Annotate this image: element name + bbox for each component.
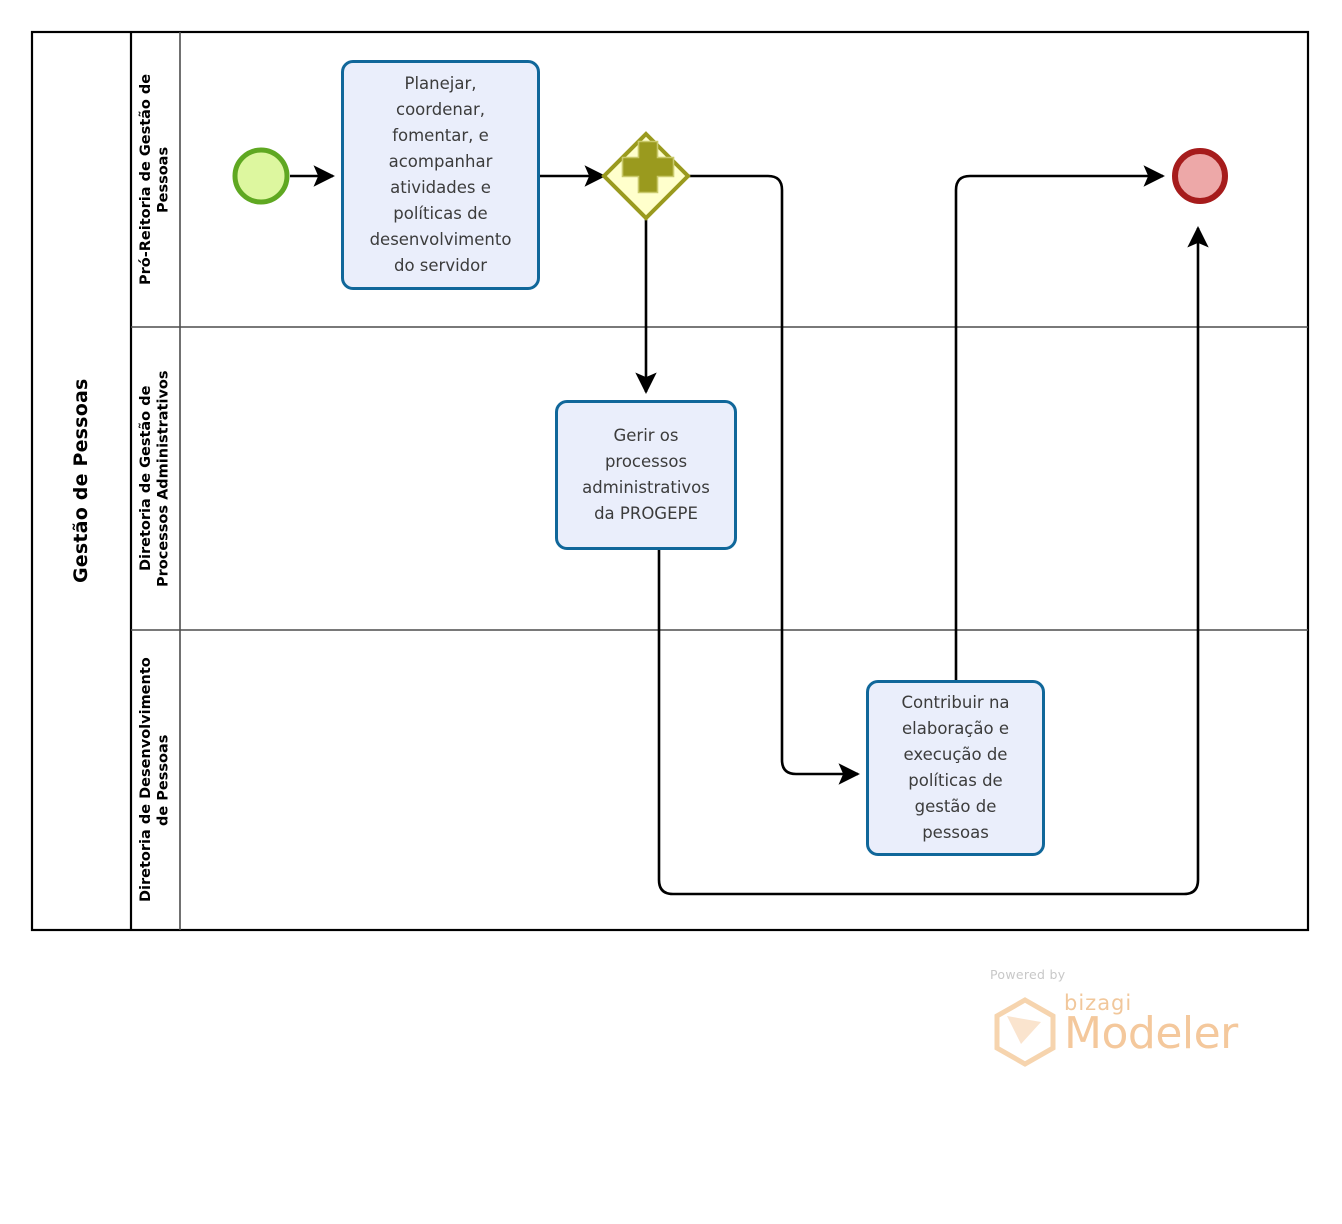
- parallel-gateway[interactable]: [601, 131, 691, 221]
- sequence-flows: [290, 165, 1209, 896]
- flow-contribuir-to-end: [954, 165, 1165, 680]
- bizagi-hexagon-logo: [994, 997, 1056, 1067]
- flow-gerir-to-end: [657, 226, 1209, 896]
- start-event[interactable]: [232, 147, 290, 205]
- task-gerir-processos-administrativos[interactable]: Gerir os processos administrativos da PR…: [555, 400, 737, 550]
- plus-icon: [621, 140, 675, 194]
- end-event[interactable]: [1172, 148, 1228, 204]
- task-contribuir-elaboracao-execucao[interactable]: Contribuir na elaboração e execução de p…: [866, 680, 1045, 856]
- flow-gateway-to-contribuir: [688, 174, 860, 785]
- task-planejar-coordenar-fomentar[interactable]: Planejar, coordenar, fomentar, e acompan…: [341, 60, 540, 290]
